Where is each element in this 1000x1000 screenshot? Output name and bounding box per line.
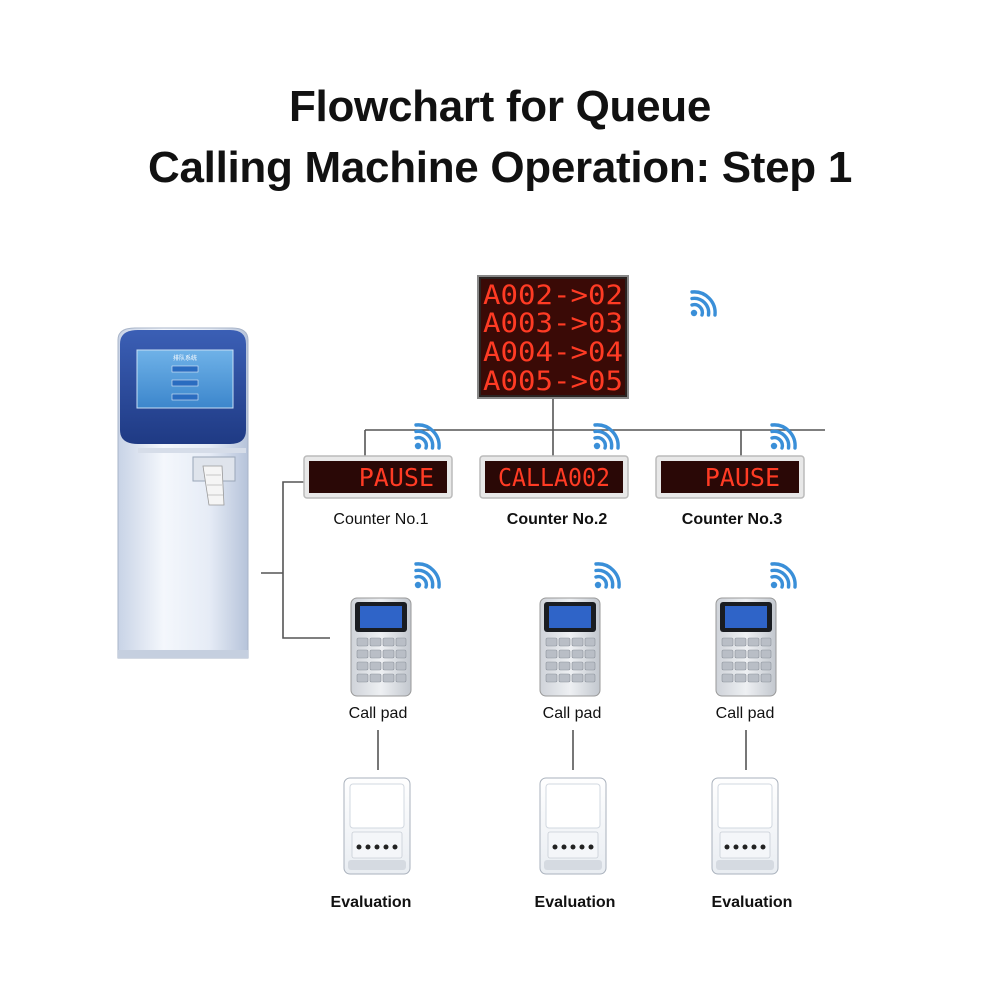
title-line-2: Calling Machine Operation: Step 1 xyxy=(148,143,852,192)
counter-display-1: PAUSE xyxy=(303,455,453,499)
counter-display-text: CALLA002 xyxy=(498,463,610,492)
wifi-icon xyxy=(769,562,797,590)
evaluation-label-2: Evaluation xyxy=(534,894,616,911)
ticket-kiosk: 排队系统 xyxy=(117,327,249,659)
evaluation-device-3 xyxy=(711,777,779,875)
counter-display-2: CALLA002 xyxy=(479,455,629,499)
wifi-icon xyxy=(413,562,441,590)
wifi-icon xyxy=(593,562,621,590)
wifi-icon xyxy=(769,423,797,451)
counter-display-3: PAUSE xyxy=(655,455,805,499)
evaluation-label-1: Evaluation xyxy=(330,894,412,911)
wifi-icon xyxy=(689,290,717,318)
call-pad-3 xyxy=(715,597,777,697)
main-display-row: A004->04 xyxy=(483,337,623,368)
counter-label-2: Counter No.2 xyxy=(506,511,608,528)
wifi-icon xyxy=(413,423,441,451)
evaluation-device-2 xyxy=(539,777,607,875)
call-pad-label-2: Call pad xyxy=(542,705,602,722)
evaluation-label-3: Evaluation xyxy=(711,894,793,911)
call-pad-label-1: Call pad xyxy=(348,705,408,722)
kiosk-screen-title: 排队系统 xyxy=(173,354,197,362)
counter-display-text: PAUSE xyxy=(359,463,434,492)
call-pad-1 xyxy=(350,597,412,697)
evaluation-device-1 xyxy=(343,777,411,875)
call-pad-label-3: Call pad xyxy=(715,705,775,722)
counter-label-3: Counter No.3 xyxy=(681,511,783,528)
title-line-1: Flowchart for Queue xyxy=(288,82,712,131)
main-display-row: A002->02 xyxy=(483,280,623,311)
main-display-row: A003->03 xyxy=(483,308,623,339)
counter-label-1: Counter No.1 xyxy=(333,511,429,528)
wifi-icon xyxy=(592,423,620,451)
main-led-display: A002->02 A003->03 A004->04 A005->05 xyxy=(477,275,629,399)
counter-display-text: PAUSE xyxy=(705,463,780,492)
connector-lines xyxy=(261,398,825,770)
call-pad-2 xyxy=(539,597,601,697)
main-display-row: A005->05 xyxy=(483,366,623,397)
